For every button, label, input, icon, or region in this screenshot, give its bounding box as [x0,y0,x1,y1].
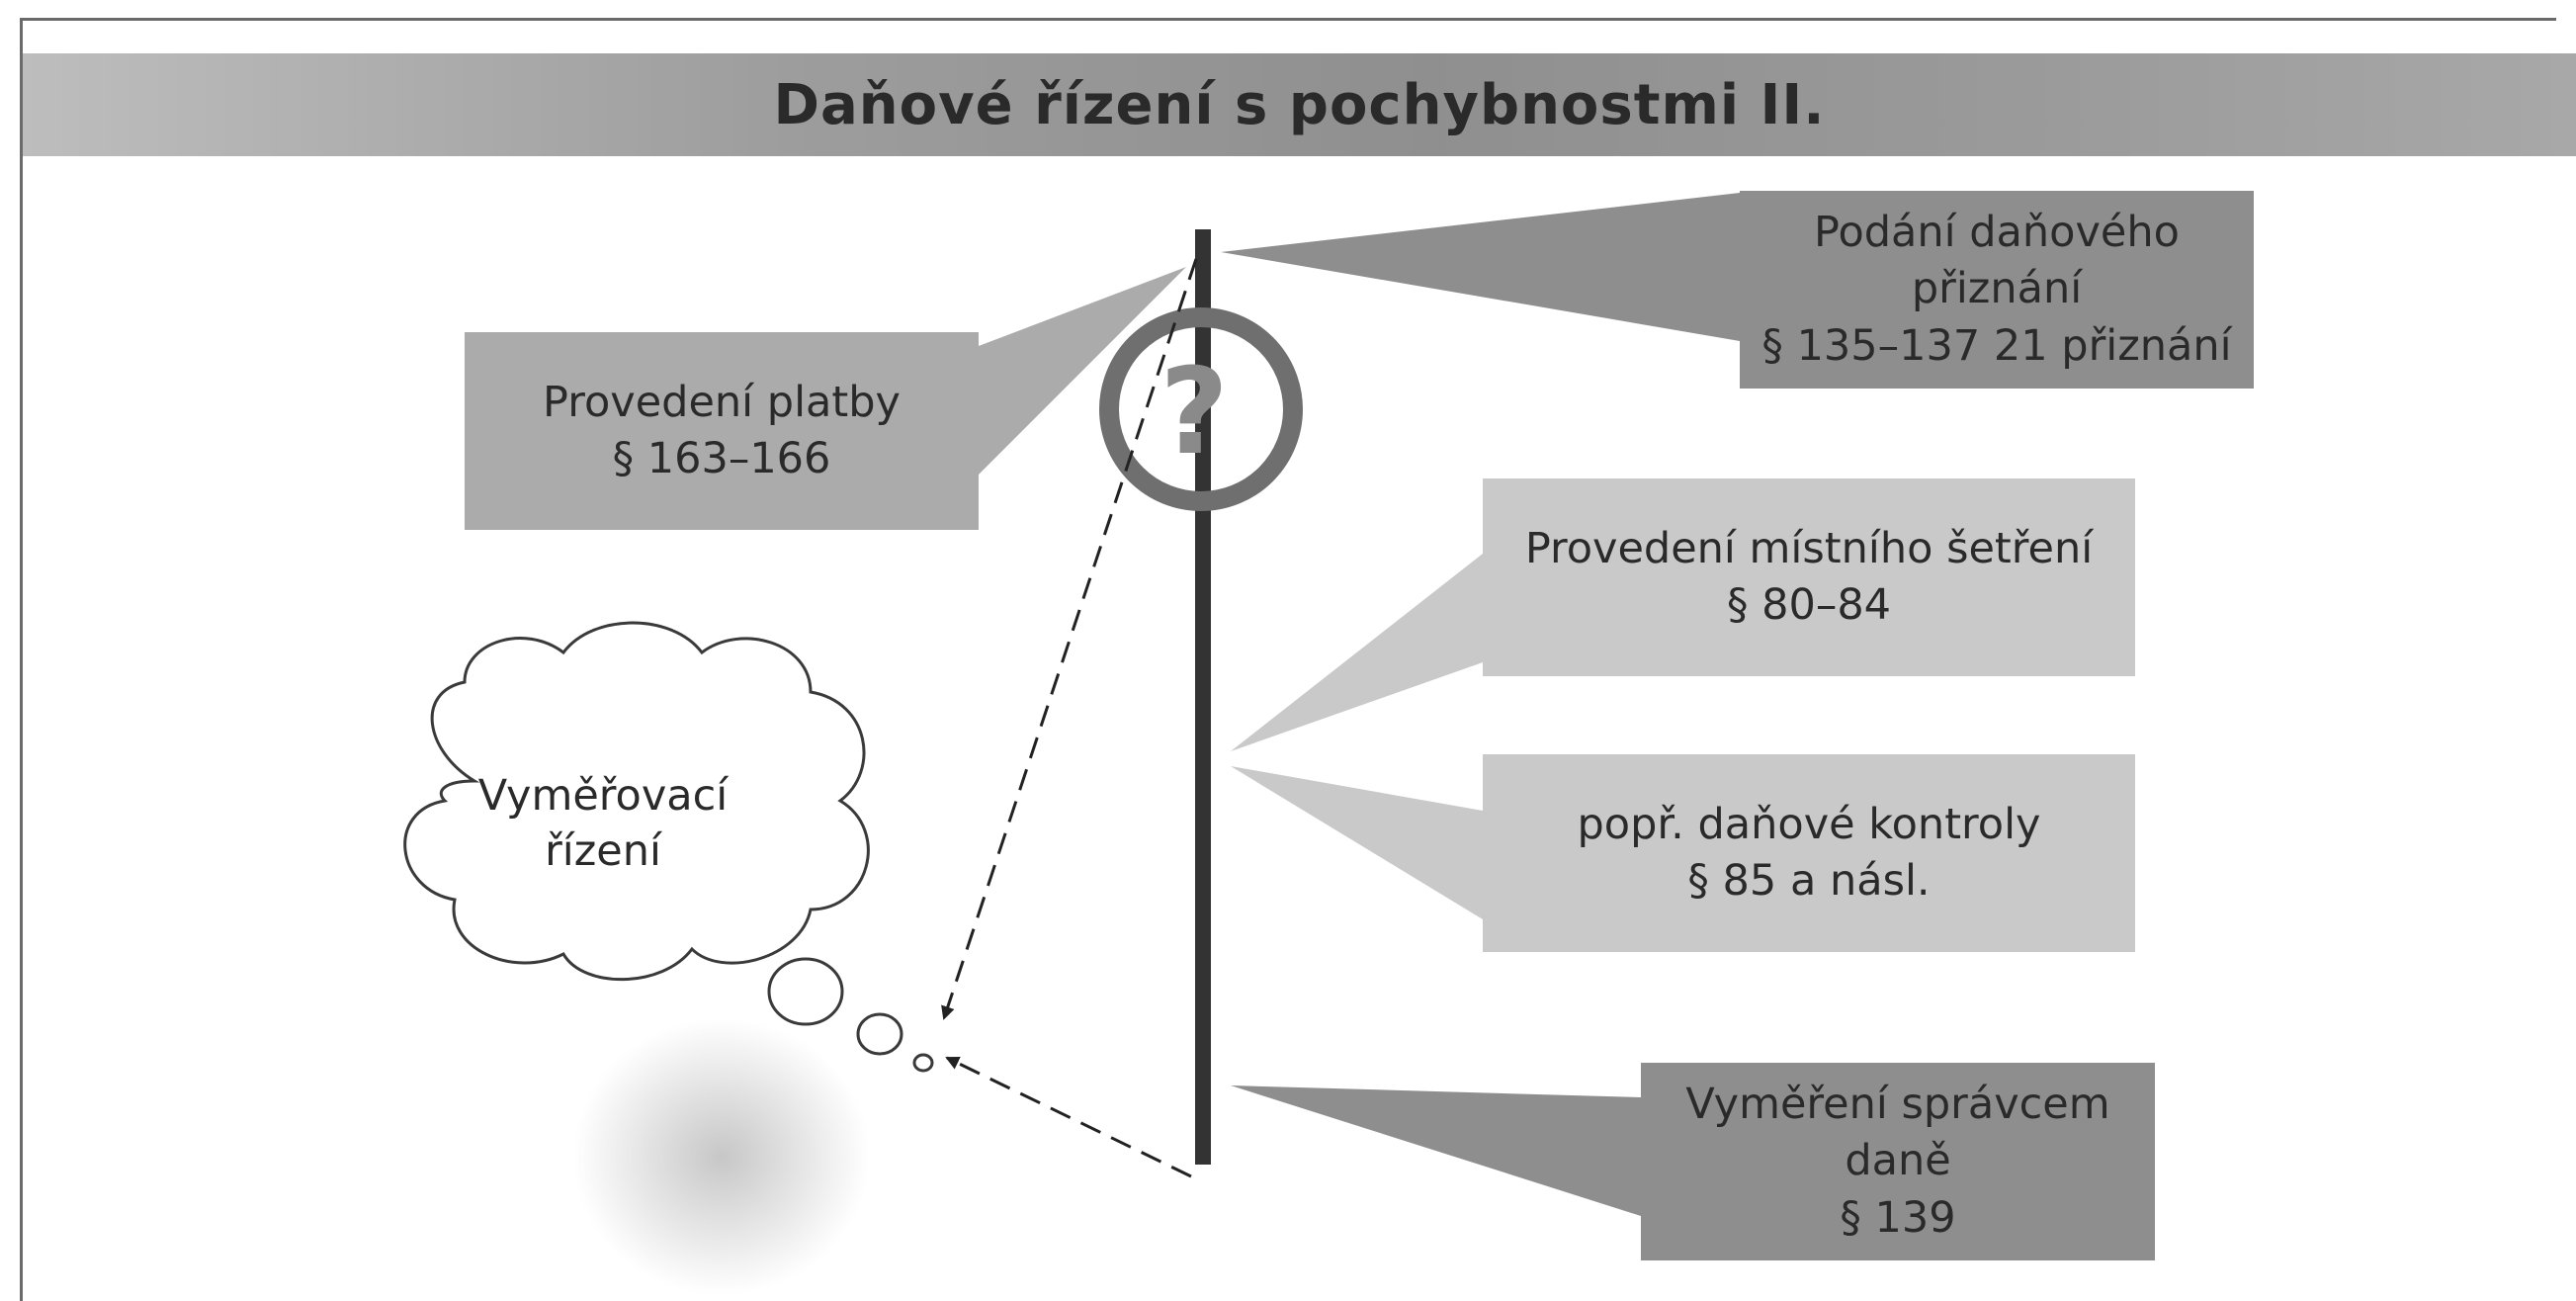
box-tax-audit: popř. daňové kontroly § 85 a násl. [1483,754,2135,952]
cloud-label: Vyměřovací řízení [425,769,781,880]
investigation-line2: § 80–84 [1727,577,1891,634]
audit-line2: § 85 a násl. [1687,853,1930,910]
payment-line1: Provedení platby [543,375,901,431]
callout-wedge-filing [1221,193,1740,341]
audit-line1: popř. daňové kontroly [1578,797,2041,853]
callout-wedge-payment [979,267,1186,475]
box-assessment: Vyměření správcem daně § 139 [1641,1063,2155,1260]
investigation-line1: Provedení místního šetření [1525,521,2093,577]
filing-line1: Podání daňového [1814,205,2180,261]
callout-wedge-assessment [1231,1085,1641,1216]
dashed-arrow-bottom [947,1058,1191,1176]
cloud-line1: Vyměřovací [425,769,781,824]
filing-line2: přiznání [1912,261,2082,317]
shadow-smudge [573,1018,870,1295]
payment-line2: § 163–166 [613,431,831,487]
box-local-investigation: Provedení místního šetření § 80–84 [1483,478,2135,676]
box-filing: Podání daňového přiznání § 135–137 21 př… [1740,191,2254,389]
box-payment: Provedení platby § 163–166 [465,332,979,530]
callout-wedge-investigation [1231,554,1483,751]
assessment-line1: Vyměření správcem [1685,1077,2109,1133]
assessment-line2: daně [1845,1133,1950,1189]
question-mark: ? [1159,344,1229,481]
assessment-line3: § 139 [1840,1190,1955,1247]
filing-line3: § 135–137 21 přiznání [1761,318,2231,375]
cloud-line2: řízení [425,824,781,880]
callout-wedge-audit [1231,766,1483,919]
